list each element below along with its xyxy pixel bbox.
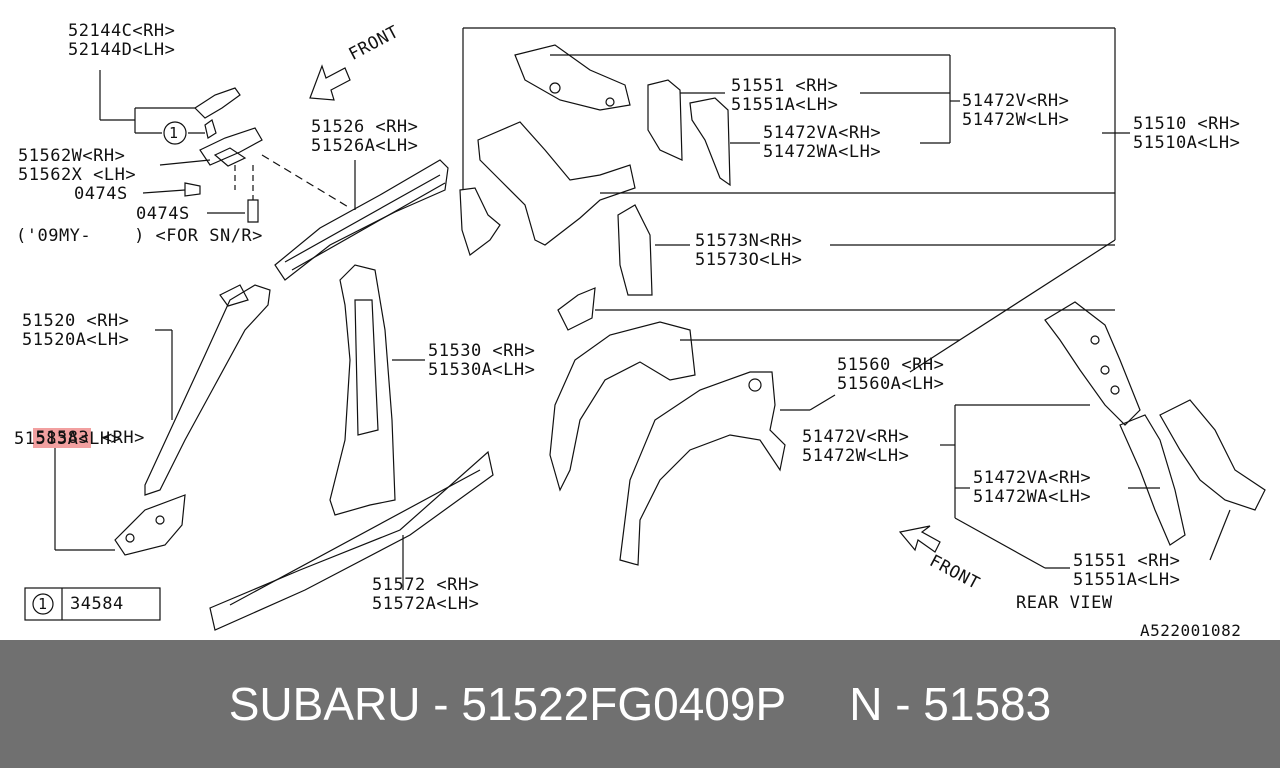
bracket-51583 [114,494,186,556]
diagram-code: A522001082 [1140,621,1242,640]
label-51562w: 51562W<RH> [18,146,126,166]
label-note: ('09MY- ) <FOR SN/R> [16,226,263,246]
label-51520: 51520 <RH> [22,311,130,331]
label-51472v-mid: 51472V<RH> [802,427,910,447]
footer-bar: SUBARU - 51522FG0409P N - 51583 [0,640,1280,768]
label-51526a: 51526A<LH> [311,136,419,156]
label-51560a: 51560A<LH> [837,374,945,394]
label-51572: 51572 <RH> [372,575,480,595]
wheelhouse-51560 [549,321,786,566]
label-0474s-a: 0474S [74,184,128,204]
label-51526: 51526 <RH> [311,117,419,137]
label-51530a: 51530A<LH> [428,360,536,380]
pillar-51520 [144,284,271,496]
label-51572a: 51572A<LH> [372,594,480,614]
bracket-52144 [194,87,263,167]
label-51562x: 51562X <LH> [18,165,137,185]
legend-box [24,587,161,621]
label-51583a: 51583A<LH> [14,429,122,449]
label-51472va-top: 51472VA<RH> [763,123,882,143]
label-51472v-top: 51472V<RH> [962,91,1070,111]
footer-title: SUBARU - 51522FG0409P N - 51583 [228,678,1052,730]
highlight-51583: 51583 [33,428,92,448]
label-51472w-top: 51472W<LH> [962,110,1070,130]
diagram-drawing [24,27,1266,631]
parts-diagram: 1 52144C<RH> 52144D<LH> 51562W<RH> 51562… [14,21,1266,640]
legend-number: 1 [38,595,48,613]
label-51510: 51510 <RH> [1133,114,1241,134]
label-51472wa-top: 51472WA<LH> [763,142,882,162]
front-arrow-top [309,64,351,101]
front-arrow-bottom [898,525,941,553]
pillar-51530 [329,264,396,516]
label-51472wa-bot: 51472WA<LH> [973,487,1092,507]
label-52144d: 52144D<LH> [68,40,176,60]
panel-51510 [459,44,731,331]
callout-number: 1 [169,124,179,142]
rear-view-parts [1044,301,1266,546]
label-51530: 51530 <RH> [428,341,536,361]
rail-51526 [274,159,449,281]
label-51551-bot: 51551 <RH> [1073,551,1181,571]
label-51573o: 51573O<LH> [695,250,803,270]
label-51573n: 51573N<RH> [695,231,803,251]
label-51551-top: 51551 <RH> [731,76,839,96]
label-51510a: 51510A<LH> [1133,133,1241,153]
label-52144c: 52144C<RH> [68,21,176,41]
label-51560: 51560 <RH> [837,355,945,375]
label-51472w-mid: 51472W<LH> [802,446,910,466]
rocker-51572 [209,450,494,631]
label-51472va-bot: 51472VA<RH> [973,468,1092,488]
legend-part-number: 34584 [70,594,124,614]
label-0474s-b: 0474S [136,204,190,224]
label-51583: 51583 <RH> [33,428,145,448]
label-51551a-bot: 51551A<LH> [1073,570,1181,590]
label-51520a: 51520A<LH> [22,330,130,350]
label-rear-view: REAR VIEW [1016,593,1113,613]
label-51551a-top: 51551A<LH> [731,95,839,115]
